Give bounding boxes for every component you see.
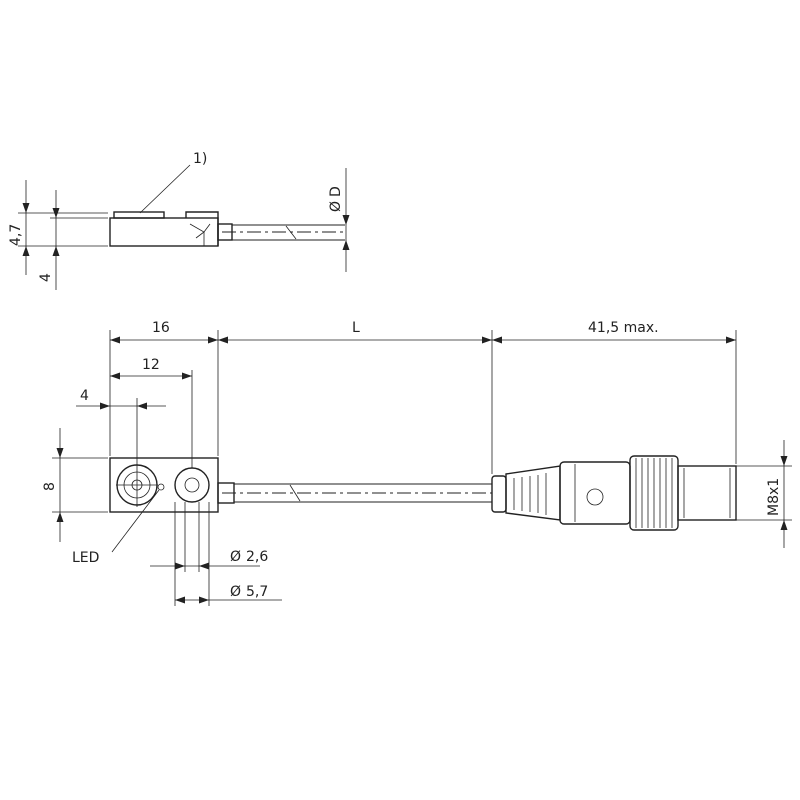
dim-hole-small: 2,6 bbox=[246, 549, 268, 565]
led-indicator bbox=[157, 483, 165, 491]
dim-length-12: 12 bbox=[142, 357, 160, 373]
dim-hole-large: 5,7 bbox=[246, 584, 268, 600]
side-sensing-face bbox=[113, 211, 165, 219]
mounting-hole-inner bbox=[184, 477, 200, 493]
dim-cable-diameter-symbol: Ø bbox=[328, 201, 344, 212]
led-label: LED bbox=[72, 550, 99, 566]
dim-height-total: 4,7 bbox=[8, 224, 24, 246]
dim-hole-small-symbol: Ø bbox=[230, 549, 241, 565]
dim-height-body: 4 bbox=[38, 273, 54, 282]
note-leader bbox=[139, 164, 191, 214]
side-view: 1) 4,7 4 Ø D bbox=[8, 151, 350, 290]
dim-connector-length: 41,5 max. bbox=[588, 320, 659, 336]
dim-hole-large-symbol: Ø bbox=[230, 584, 241, 600]
dim-cable-length: L bbox=[352, 320, 360, 336]
led-leader bbox=[111, 489, 160, 553]
mounting-hole-outer bbox=[174, 467, 210, 503]
note-ref: 1) bbox=[193, 151, 207, 167]
dim-length-4: 4 bbox=[80, 388, 89, 404]
side-sensor-body bbox=[109, 217, 219, 247]
m8-connector bbox=[491, 455, 737, 531]
dim-thread: M8x1 bbox=[766, 478, 782, 516]
top-view: 16 L 41,5 max. 12 4 8 bbox=[42, 320, 792, 606]
dim-cable-diameter: D bbox=[328, 186, 344, 197]
dim-length-16: 16 bbox=[152, 320, 170, 336]
dim-width-8: 8 bbox=[42, 482, 58, 491]
side-cable-head bbox=[185, 211, 219, 246]
